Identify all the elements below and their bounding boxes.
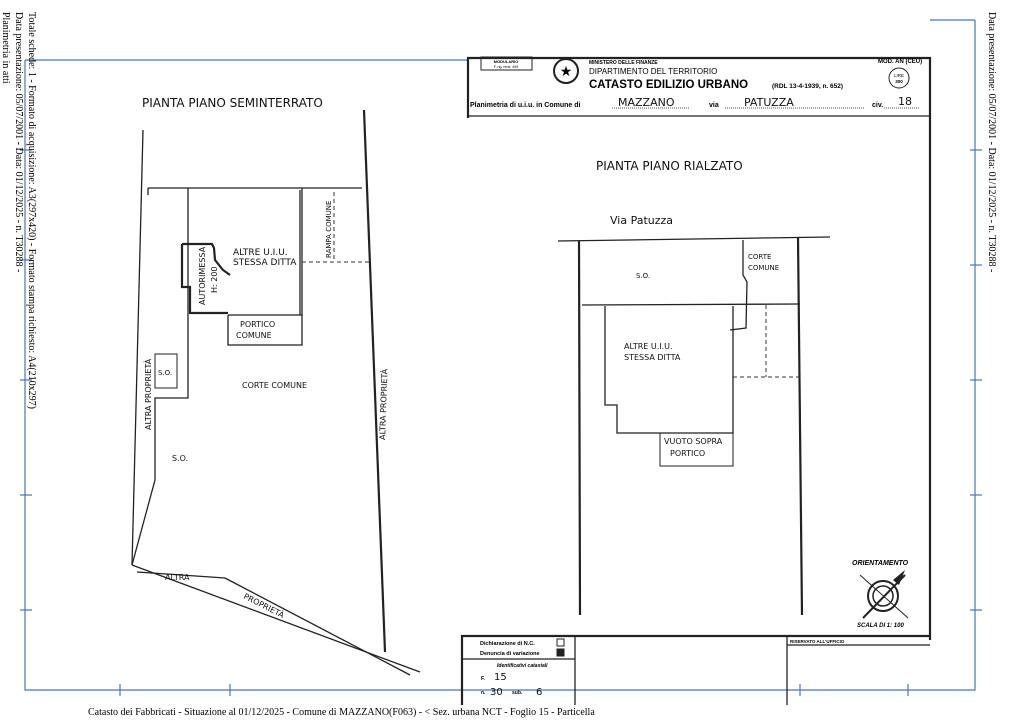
label-autorimessa: AUTORIMESSA — [198, 246, 207, 305]
label-comune: COMUNE — [236, 331, 272, 340]
modulario-label: MODULARIO — [494, 59, 519, 64]
foglio-value: 15 — [494, 672, 507, 683]
department-label: DIPARTIMENTO DEL TERRITORIO — [589, 67, 717, 76]
planimetria-label: Planimetria di u.i.u. in Comune di — [470, 102, 581, 109]
denuncia-label: Denuncia di variazione — [480, 651, 540, 657]
margin-left-formato: Totale schede: 1 - Formato di acquisizio… — [26, 12, 37, 409]
label-proprieta-bottom: PROPRIETÀ — [242, 590, 287, 620]
label-so: S.O. — [172, 454, 188, 463]
compass-icon — [859, 570, 909, 619]
label-rampa-comune: RAMPA COMUNE — [325, 201, 333, 258]
so-box — [154, 353, 178, 389]
margin-right-data: Data presentazione: 05/07/2001 - Data: 0… — [986, 12, 997, 272]
via-value: PATUZZA — [744, 96, 794, 109]
label-portico: PORTICO — [670, 449, 705, 458]
label-comune: COMUNE — [748, 264, 779, 272]
stamp-value: 300 — [895, 79, 903, 84]
label-altre-uiu: ALTRE U.I.U. — [624, 342, 673, 351]
label-stessa-ditta: STESSA DITTA — [233, 258, 297, 268]
document-title: CATASTO EDILIZIO URBANO — [589, 79, 748, 91]
label-so: S.O. — [636, 272, 650, 280]
republic-emblem-icon: ★ — [553, 58, 579, 84]
stamp-lire: LIRE — [894, 73, 904, 78]
scale-label: SCALA DI 1: 100 — [857, 623, 904, 629]
vuoto-portico-box — [659, 432, 734, 467]
sub-value: 6 — [536, 687, 542, 698]
modulario-box — [480, 56, 533, 71]
label-corte: CORTE — [748, 253, 771, 261]
scan-frame — [20, 19, 982, 696]
plan-seminterrato: PIANTA PIANO SEMINTERRATO ALTRE U.I.U. S… — [131, 96, 421, 676]
margin-planimetria-in-atti: Planimetria in atti — [0, 12, 11, 84]
model-code: MOD. AN (CEU) — [878, 59, 922, 65]
street-label: Via Patuzza — [610, 214, 673, 227]
law-reference: (RDL 13-4-1939, n. 652) — [772, 83, 843, 90]
via-label: via — [709, 102, 719, 109]
comune-value: MAZZANO — [618, 96, 675, 109]
label-vuoto-sopra: VUOTO SOPRA — [664, 437, 723, 446]
header-block: MODULARIO F. rig. rend. 499 ★ MINISTERO … — [466, 56, 932, 640]
margin-left-data: Data presentazione: 05/07/2001 - Data: 0… — [13, 12, 24, 272]
label-altre-uiu: ALTRE U.I.U. — [233, 248, 288, 258]
sub-label: sub. — [512, 690, 523, 696]
label-height: H: 200 — [210, 266, 219, 293]
modulario-sub: F. rig. rend. 499 — [494, 65, 518, 69]
foglio-label: F. — [481, 676, 486, 682]
ministry-label: MINISTERO DELLE FINANZE — [589, 60, 658, 66]
orientation-block: ORIENTAMENTO SCALA DI 1: 100 — [852, 560, 909, 629]
orientation-label: ORIENTAMENTO — [852, 560, 909, 567]
label-altra-proprieta-right: ALTRA PROPRIETÀ — [376, 368, 389, 440]
left-plan-title: PIANTA PIANO SEMINTERRATO — [142, 96, 323, 110]
right-plan-title: PIANTA PIANO RIALZATO — [596, 159, 743, 173]
footer-situazione: Catasto dei Fabbricati - Situazione al 0… — [88, 707, 595, 718]
identificativi-label: Identificativi catastali — [497, 663, 548, 669]
svg-text:★: ★ — [560, 63, 573, 79]
dichiarazione-label: Dichiarazione di N.C. — [480, 641, 535, 647]
label-altra-proprieta-left: ALTRA PROPRIETÀ — [142, 358, 153, 430]
denuncia-checkbox-checked — [556, 648, 565, 657]
stamp-circle — [888, 67, 910, 89]
footer-box: Dichiarazione di N.C. Denuncia di variaz… — [460, 634, 930, 705]
label-so-small: S.O. — [158, 369, 172, 377]
dichiarazione-checkbox — [556, 638, 565, 647]
mappale-value: 30 — [490, 687, 503, 698]
label-portico: PORTICO — [240, 320, 275, 329]
riservato-label: RISERVATO ALL'UFFICIO — [790, 639, 845, 644]
label-corte-comune: CORTE COMUNE — [242, 381, 307, 390]
mappale-label: n. — [481, 690, 486, 696]
label-altra: ALTRA — [165, 573, 190, 582]
label-stessa-ditta: STESSA DITTA — [624, 353, 681, 362]
civ-value: 18 — [898, 95, 912, 108]
civ-label: civ. — [872, 102, 883, 109]
plan-rialzato: PIANTA PIANO RIALZATO Via Patuzza S.O. C… — [557, 159, 831, 616]
